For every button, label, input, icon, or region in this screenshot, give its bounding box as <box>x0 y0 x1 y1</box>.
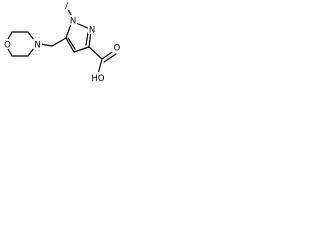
carboxyl-oh-label: HO <box>91 74 104 84</box>
morpholine-o-label-mask <box>3 39 12 49</box>
carboxyl-double-bond-b <box>103 53 117 63</box>
pyrazole-n1-label: N <box>70 17 76 27</box>
morpholine-n-label: N <box>34 41 40 51</box>
carboxyl-oh-label-mask <box>90 72 106 83</box>
morpholine-bond-6 <box>27 47 35 57</box>
carboxyl-o-label: O <box>114 44 121 54</box>
morpholine-bond-4 <box>7 48 13 57</box>
pyrazole-n2-label: N <box>89 26 95 36</box>
methyl-label-mask <box>63 1 70 10</box>
morpholine-bond-3 <box>7 31 13 40</box>
morpholine-bond-1 <box>27 31 35 41</box>
pyrazole-bond-c4-c5 <box>65 37 75 53</box>
pyrazole-n2-label-mask <box>88 24 96 34</box>
pyrazole-bond-c4-c5-inner <box>67 37 76 50</box>
methyl-label: / <box>65 2 68 12</box>
morpholine-n-label-mask <box>33 39 42 49</box>
pyrazole-bond-n2-c3-inner <box>85 32 89 46</box>
carboxyl-oh-bond <box>97 58 103 75</box>
pyrazole-bond-c3-c4 <box>73 46 90 53</box>
chemical-structure-diagram: / N N N O HO O <box>3 1 122 84</box>
pyrazole-bond-n1-n2 <box>75 22 91 30</box>
carboxyl-o-label-mask <box>112 42 122 52</box>
carboxyl-bond <box>88 46 103 60</box>
methylene-bond-a <box>51 37 67 47</box>
morpholine-o-label: O <box>4 41 11 51</box>
pyrazole-bond-c5-n1 <box>65 23 72 39</box>
pyrazole-n1-label-mask <box>69 15 77 25</box>
